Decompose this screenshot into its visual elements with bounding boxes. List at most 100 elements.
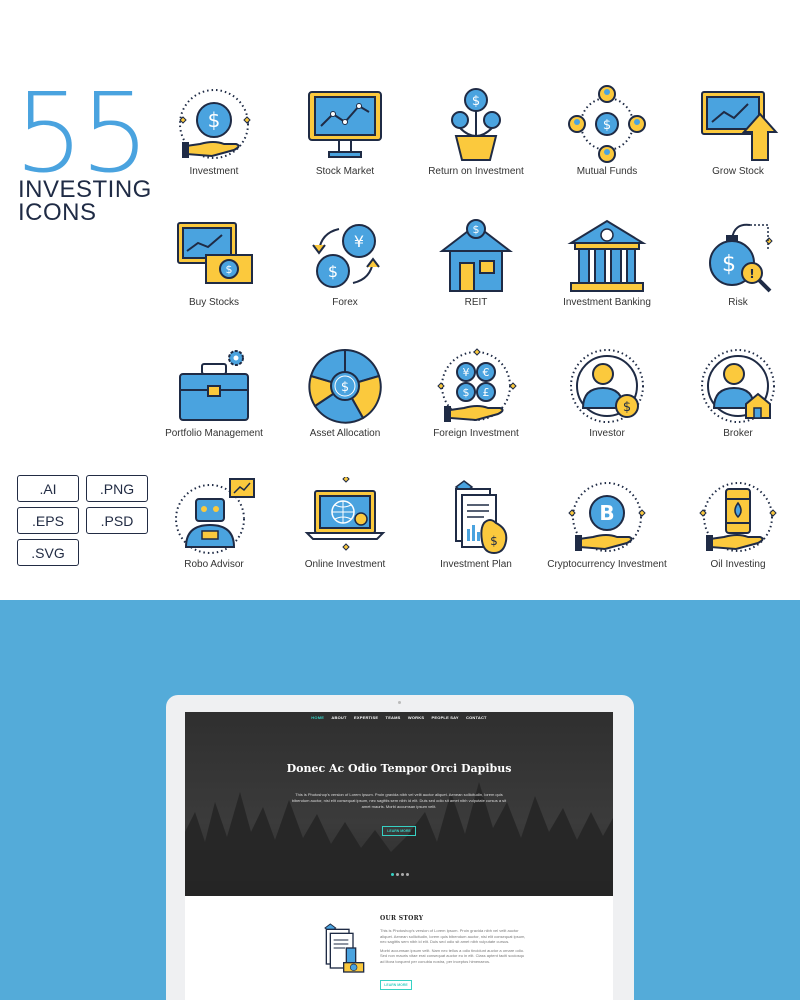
- icon-label: Broker: [723, 428, 753, 439]
- nav-home[interactable]: HOME: [311, 715, 325, 720]
- hand-currencies-icon: ¥ € $ £: [437, 348, 517, 422]
- icon-label: Investment: [189, 166, 239, 177]
- icon-item-online-investment: Online Investment: [280, 477, 410, 570]
- icon-item-grow-stock: Grow Stock: [673, 84, 800, 177]
- icon-item-return-on-investment: $ Return on Investment: [411, 84, 541, 177]
- icon-label: Grow Stock: [712, 166, 764, 177]
- format-badge-ai: .AI: [17, 475, 79, 502]
- nav-contact[interactable]: CONTACT: [466, 715, 487, 720]
- icon-item-forex: ¥ $ Forex: [280, 215, 410, 308]
- story-learn-more-button[interactable]: LEARN MORE: [380, 980, 412, 990]
- chart-arrow-up-icon: [701, 91, 779, 161]
- nav-teams[interactable]: TEAMS: [385, 715, 401, 720]
- story-text: This is Photoshop's version of Lorem Ips…: [380, 928, 528, 964]
- icon-item-investment-plan: $ Investment Plan: [411, 477, 541, 570]
- svg-text:$: $: [472, 94, 480, 109]
- format-badge-eps: .EPS: [17, 507, 79, 534]
- icon-label: Investment Plan: [440, 559, 512, 570]
- svg-text:¥: ¥: [463, 366, 470, 379]
- icon-item-portfolio-management: Portfolio Management: [149, 346, 279, 439]
- svg-text:$: $: [722, 252, 736, 277]
- briefcase-gear-icon: [179, 350, 249, 421]
- preview-section: HOME ABOUT EXPERTISE TEAMS WORKS PEOPLE …: [0, 600, 800, 1000]
- svg-text:B: B: [599, 501, 614, 525]
- svg-text:!: !: [749, 267, 754, 281]
- icon-label: Robo Advisor: [184, 559, 244, 570]
- pie-coin-icon: $: [308, 348, 382, 424]
- svg-text:$: $: [603, 118, 611, 133]
- nav-about[interactable]: ABOUT: [331, 715, 347, 720]
- hand-coin-icon: $: [179, 89, 251, 159]
- hero-banner: HOME ABOUT EXPERTISE TEAMS WORKS PEOPLE …: [185, 712, 613, 896]
- icon-item-oil-investing: Oil Investing: [673, 477, 800, 570]
- svg-text:£: £: [483, 386, 490, 399]
- icon-label: Risk: [728, 297, 748, 308]
- svg-text:$: $: [473, 223, 480, 236]
- story-paragraph-1: This is Photoshop's version of Lorem Ips…: [380, 928, 526, 944]
- svg-text:€: €: [483, 366, 490, 379]
- people-coins-icon: $: [568, 85, 646, 163]
- nav-works[interactable]: WORKS: [407, 715, 425, 720]
- laptop-mockup: HOME ABOUT EXPERTISE TEAMS WORKS PEOPLE …: [166, 695, 634, 1000]
- icon-item-robo-advisor: Robo Advisor: [149, 477, 279, 570]
- svg-text:$: $: [490, 534, 498, 548]
- person-coin-icon: $: [570, 349, 644, 423]
- monitor-chart-icon: [308, 91, 382, 158]
- story-title: OUR STORY: [380, 915, 424, 922]
- robot-chart-icon: [175, 478, 255, 554]
- icon-item-broker: Broker: [673, 346, 800, 439]
- nav-people-say[interactable]: PEOPLE SAY: [431, 715, 459, 720]
- story-paragraph-2: Morbi accumsan ipsum velit. Nam nec tell…: [380, 947, 525, 964]
- svg-text:$: $: [208, 108, 221, 132]
- hand-oil-barrel-icon: [699, 482, 777, 552]
- format-badge-psd: .PSD: [86, 507, 148, 534]
- hero-text: This is Photoshop's version of Lorem Ips…: [291, 792, 507, 809]
- title-line-1: INVESTING: [18, 176, 152, 203]
- icon-item-stock-market: Stock Market: [280, 84, 410, 177]
- icon-label: Asset Allocation: [309, 428, 381, 439]
- document-moneybag-icon: $: [454, 480, 508, 555]
- svg-text:$: $: [463, 386, 470, 399]
- svg-text:$: $: [328, 262, 338, 281]
- icon-label: Cryptocurrency Investment: [547, 559, 667, 570]
- currency-exchange-icon: ¥ $: [312, 224, 380, 288]
- format-badge-png: .PNG: [86, 475, 148, 502]
- slider-dot[interactable]: [401, 873, 404, 876]
- forest-background: [185, 782, 613, 896]
- slider-dot[interactable]: [391, 873, 394, 876]
- pack-title: INVESTING ICONS: [18, 176, 152, 225]
- icon-label: Forex: [332, 297, 358, 308]
- camera-dot: [398, 701, 401, 704]
- coin-plant-icon: $: [451, 88, 501, 161]
- icon-label: Investor: [589, 428, 625, 439]
- slider-dot[interactable]: [396, 873, 399, 876]
- icon-label: Mutual Funds: [576, 166, 638, 177]
- hero-title: Donec Ac Odio Tempor Orci Dapibus: [286, 762, 512, 775]
- svg-text:$: $: [623, 400, 631, 415]
- icon-label: Foreign Investment: [433, 428, 519, 439]
- icon-item-investment-banking: Investment Banking: [542, 215, 672, 308]
- icon-item-mutual-funds: $ Mutual Funds: [542, 84, 672, 177]
- slider-dot[interactable]: [406, 873, 409, 876]
- icon-item-reit: $ REIT: [411, 215, 541, 308]
- icon-item-risk: $ ! Risk: [673, 215, 800, 308]
- slider-dots[interactable]: [391, 873, 409, 876]
- icon-label: Oil Investing: [710, 559, 766, 570]
- icon-sheet: 55 INVESTING ICONS .AI .PNG .EPS .PSD .S…: [14, 69, 800, 570]
- icon-count: 55: [14, 69, 150, 197]
- laptop-globe-icon: [304, 477, 386, 551]
- house-coin-icon: $: [439, 219, 513, 292]
- icon-item-investor: $ Investor: [542, 346, 672, 439]
- icon-item-cryptocurrency-investment: B Cryptocurrency Investment: [542, 477, 672, 570]
- icon-item-foreign-investment: ¥ € $ £ Foreign Investment: [411, 346, 541, 439]
- format-badge-svg: .SVG: [17, 539, 79, 566]
- icon-label: REIT: [464, 297, 488, 308]
- svg-text:$: $: [341, 380, 349, 395]
- svg-text:$: $: [226, 263, 233, 276]
- icon-item-investment: $ Investment: [149, 84, 279, 177]
- hero-learn-more-button[interactable]: LEARN MORE: [382, 826, 416, 836]
- icon-label: Online Investment: [304, 559, 386, 570]
- icon-item-asset-allocation: $ Asset Allocation: [280, 346, 410, 439]
- nav-expertise[interactable]: EXPERTISE: [353, 715, 379, 720]
- svg-text:¥: ¥: [354, 232, 364, 251]
